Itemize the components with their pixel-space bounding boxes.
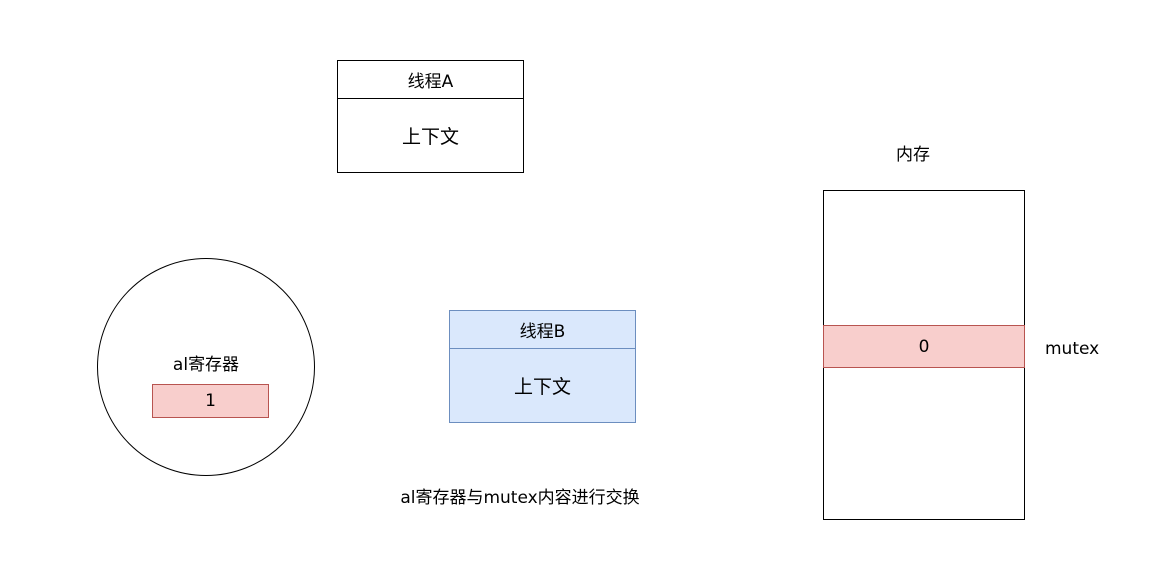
exchange-caption: al寄存器与mutex内容进行交换 (400, 488, 640, 508)
thread-a-box: 线程A 上下文 (337, 60, 524, 173)
register-value-cell: 1 (152, 384, 269, 418)
register-label: al寄存器 (172, 355, 240, 375)
thread-a-context: 上下文 (401, 126, 459, 148)
thread-b-box: 线程B 上下文 (449, 310, 636, 423)
thread-b-title: 线程B (450, 311, 635, 349)
thread-a-title: 线程A (338, 61, 523, 99)
memory-mutex-cell: 0 (823, 325, 1025, 368)
register-circle (97, 258, 315, 476)
memory-title: 内存 (896, 145, 930, 165)
thread-b-context: 上下文 (513, 376, 571, 398)
mutex-label: mutex (1045, 339, 1100, 359)
